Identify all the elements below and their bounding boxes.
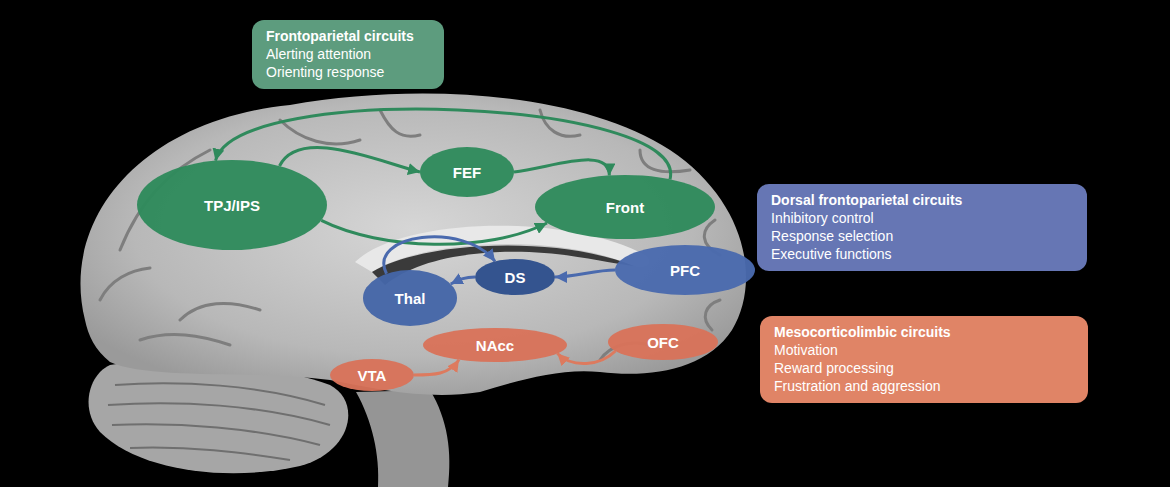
cerebrum [80,94,746,395]
box-item: Motivation [774,341,1074,359]
box-heading: Dorsal frontoparietal circuits [771,191,1073,209]
region-ellipse: NAcc [423,328,567,362]
box-item: Executive functions [771,245,1073,263]
box-heading: Mesocorticolimbic circuits [774,323,1074,341]
circuit-box: Frontoparietal circuitsAlerting attentio… [252,20,444,89]
circuit-arrow [321,220,547,244]
region-label: TPJ/IPS [204,197,260,214]
box-heading: Frontoparietal circuits [266,27,430,45]
circuit-arrow [414,360,459,375]
circuit-arrow [557,351,615,364]
circuit-box: Dorsal frontoparietal circuitsInhibitory… [757,184,1087,271]
circuit-box: Mesocorticolimbic circuitsMotivationRewa… [760,316,1088,403]
region-label: NAcc [476,337,514,354]
circuit-arrow [280,148,421,172]
box-item: Frustration and aggression [774,377,1074,395]
gyri [100,110,720,360]
region-label: DS [505,269,526,286]
box-item: Orienting response [266,63,430,81]
region-ellipse: FEF [420,147,514,197]
cerebellum-folia [108,383,330,460]
region-label: Front [606,199,644,216]
circuit-arrow [384,237,495,274]
region-ellipse: TPJ/IPS [137,160,327,250]
region-label: PFC [670,262,700,279]
region-ellipse: VTA [330,359,414,391]
cerebellum [89,362,349,474]
region-ellipse: DS [475,259,555,295]
circuit-arrow [451,277,475,284]
region-ellipse: Front [535,175,715,239]
region-ellipse: Thal [363,270,457,326]
brainstem [356,390,449,487]
region-label: Thal [395,290,426,307]
region-label: FEF [453,164,481,181]
box-item: Reward processing [774,359,1074,377]
region-label: OFC [647,334,679,351]
region-label: VTA [358,367,387,384]
box-item: Inhibitory control [771,209,1073,227]
circuit-arrow [555,270,615,277]
box-item: Response selection [771,227,1073,245]
region-ellipse: PFC [615,245,755,295]
circuit-arrow [514,160,609,176]
region-ellipse: OFC [608,324,718,360]
box-item: Alerting attention [266,45,430,63]
